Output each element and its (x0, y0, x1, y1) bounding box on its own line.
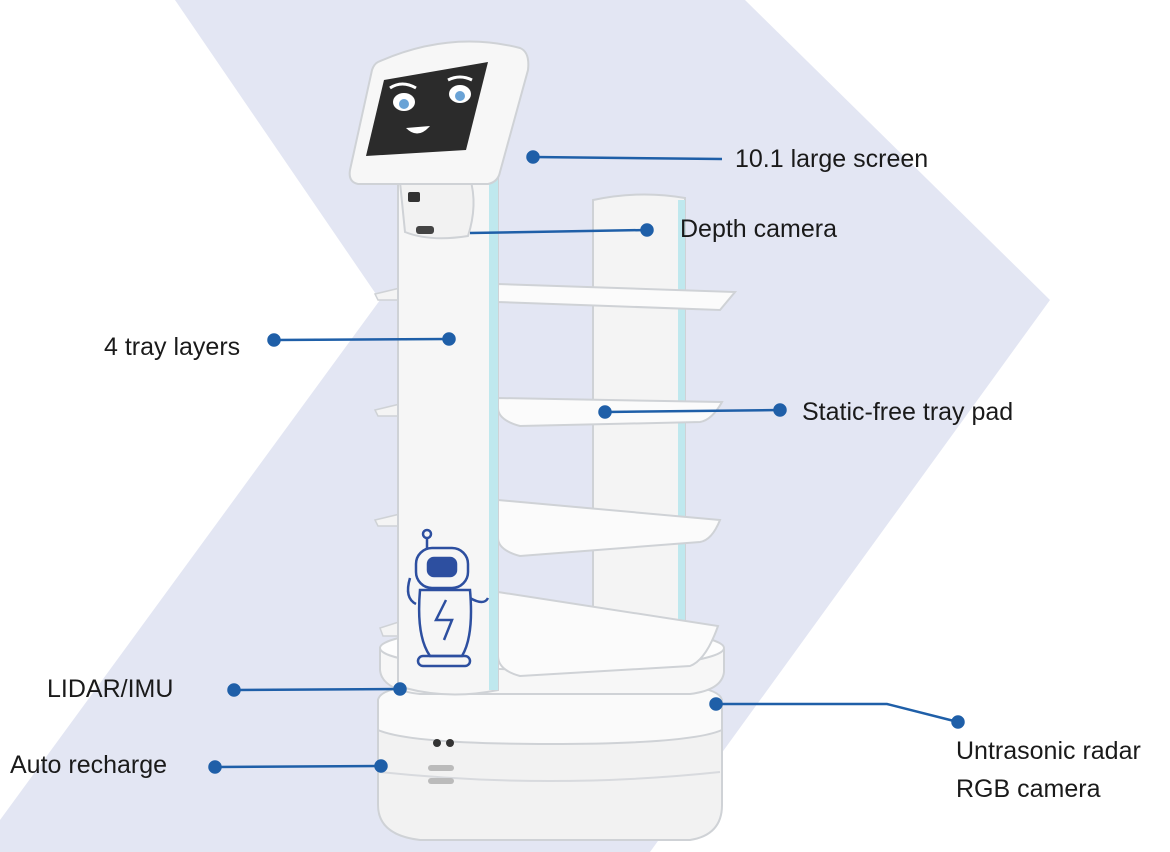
leader-lines (208, 150, 965, 774)
label-tray-pad: Static-free tray pad (802, 398, 1014, 426)
label-radar: Untrasonic radar (956, 737, 1141, 765)
label-screen: 10.1 large screen (735, 145, 929, 173)
front-column (397, 168, 499, 696)
screen-panel (348, 40, 530, 185)
depth-camera-housing (398, 176, 475, 240)
robot-base (377, 685, 723, 841)
label-tray-layers: 4 tray layers (104, 333, 241, 361)
label-recharge: Auto recharge (10, 751, 168, 779)
robot-mascot-icon (406, 528, 490, 668)
label-rgb-camera: RGB camera (956, 775, 1101, 803)
label-depth-camera: Depth camera (680, 215, 838, 243)
smiley-face-icon (389, 75, 473, 134)
tray-layers (373, 282, 738, 678)
label-lidar: LIDAR/IMU (47, 675, 174, 703)
